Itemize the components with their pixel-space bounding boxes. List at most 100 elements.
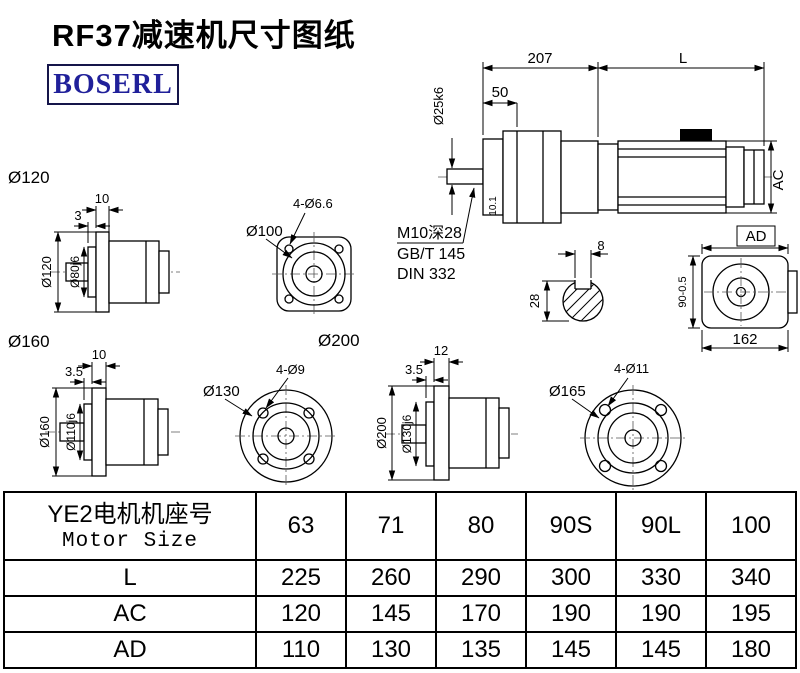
dim-L: L <box>679 50 687 67</box>
motor-front-bell <box>597 143 619 211</box>
table-cell: 145 <box>525 631 617 669</box>
dim-3: 3 <box>74 208 81 223</box>
table-cell: 110 <box>255 631 347 669</box>
dimension-lines <box>388 358 463 481</box>
dim-key-width: 8 <box>597 238 604 253</box>
terminal-box <box>680 129 712 141</box>
flange120-side-view: Ø120 10 3 Ø120 Ø80j6 <box>8 168 180 313</box>
dimension-table: YE2电机机座号 Motor Size 63 71 80 90S 90L 100… <box>3 491 797 669</box>
bolt-hole <box>654 459 668 473</box>
hatching <box>563 281 603 321</box>
gearbox-housing <box>502 130 562 224</box>
size-col-90S: 90S <box>525 491 617 561</box>
dim-10: 10 <box>92 347 106 362</box>
spigot <box>425 401 435 467</box>
view-title-160: Ø160 <box>8 332 50 351</box>
terminal-box-side <box>787 270 798 314</box>
dim-50: 50 <box>492 84 509 101</box>
bolt-hole <box>334 244 344 254</box>
bolt-hole <box>257 407 269 419</box>
table-cell: 290 <box>435 559 527 597</box>
motor-end-view: AD 90-0.5 162 <box>677 225 798 352</box>
table-cell: 145 <box>615 631 707 669</box>
dim-3-5: 3.5 <box>65 364 83 379</box>
std-note-din: DIN 332 <box>397 266 456 283</box>
table-cell: 260 <box>345 559 437 597</box>
dim-holes-11: 4-Ø11 <box>614 361 649 376</box>
table-row-AD: AD 110 130 135 145 145 180 <box>3 631 797 669</box>
boserl-logo: BOSERL <box>47 64 179 105</box>
dim-100: Ø100 <box>246 223 283 240</box>
dim-165: Ø165 <box>549 383 586 400</box>
dim-120-outer: Ø120 <box>39 256 54 288</box>
row-label-AD: AD <box>3 631 257 669</box>
motor-body <box>617 140 727 214</box>
motor-size-header-cn: YE2电机机座号 <box>47 500 213 528</box>
spigot <box>83 403 93 461</box>
flange130-front-view: Ø130 4-Ø9 <box>203 362 337 487</box>
dim-10-1: 10.1 <box>488 196 499 216</box>
dim-110j6: Ø110j6 <box>64 413 78 451</box>
main-side-view: 207 L 50 Ø25k6 10.1 AC M10深28 GB/T 145 D… <box>397 50 787 283</box>
dim-AD: AD <box>746 228 767 245</box>
dimension-lines <box>52 362 120 477</box>
page-title: RF37减速机尺寸图纸 <box>52 18 356 53</box>
dim-207: 207 <box>527 50 552 67</box>
table-cell: 190 <box>525 595 617 633</box>
table-cell: 195 <box>705 595 797 633</box>
thread-note: M10深28 <box>397 224 462 242</box>
boserl-logo-text: BOSERL <box>53 68 173 100</box>
bolt-hole <box>598 459 612 473</box>
dim-90: 90-0.5 <box>677 276 689 307</box>
flange-plate <box>433 385 450 481</box>
table-cell: 120 <box>255 595 347 633</box>
table-cell: 225 <box>255 559 347 597</box>
technical-drawing: 207 L 50 Ø25k6 10.1 AC M10深28 GB/T 145 D… <box>8 50 798 491</box>
bolt-hole <box>598 403 612 417</box>
table-cell: 170 <box>435 595 527 633</box>
table-cell: 145 <box>345 595 437 633</box>
view-title-200: Ø200 <box>318 331 360 350</box>
gear-body <box>108 240 160 304</box>
size-col-80: 80 <box>435 491 527 561</box>
size-col-90L: 90L <box>615 491 707 561</box>
size-col-71: 71 <box>345 491 437 561</box>
table-cell: 190 <box>615 595 707 633</box>
gear-body <box>105 398 159 466</box>
table-cell: 135 <box>435 631 527 669</box>
table-row-AC: AC 120 145 170 190 190 195 <box>3 595 797 633</box>
motor-size-header-en: Motor Size <box>61 529 199 553</box>
motor-rear-bell <box>725 146 745 208</box>
input-shaft <box>446 168 484 185</box>
flange200-side-view: Ø200 12 3.5 Ø200 Ø130j6 <box>318 331 518 481</box>
dim-key-height: 28 <box>527 294 542 308</box>
flange100-front-view: Ø100 4-Ø6.6 <box>246 196 356 316</box>
size-col-100: 100 <box>705 491 797 561</box>
dim-160-outer: Ø160 <box>37 416 52 448</box>
bolt-hole <box>284 294 294 304</box>
flange165-front-view: Ø165 4-Ø11 <box>549 361 686 491</box>
row-label-L: L <box>3 559 257 597</box>
keyway-slot <box>574 276 592 289</box>
bolt-hole <box>654 403 668 417</box>
bolt-hole <box>257 453 269 465</box>
dim-162: 162 <box>732 331 757 348</box>
bolt-hole <box>303 407 315 419</box>
keyway-section-view: 8 28 <box>527 238 608 322</box>
std-note-gbt: GB/T 145 <box>397 246 465 263</box>
end-cap <box>157 408 169 456</box>
end-cap <box>158 250 170 294</box>
dim-130j6: Ø130j6 <box>400 414 414 453</box>
flange-plate <box>91 387 107 477</box>
row-label-AC: AC <box>3 595 257 633</box>
dim-holes-6-6: 4-Ø6.6 <box>293 196 333 211</box>
motor-size-header-cell: YE2电机机座号 Motor Size <box>3 491 257 561</box>
dimension-lines <box>397 62 777 244</box>
gear-body <box>448 397 500 469</box>
table-row-L: L 225 260 290 300 330 340 <box>3 559 797 597</box>
table-cell: 300 <box>525 559 617 597</box>
adapter <box>560 140 599 214</box>
table-cell: 340 <box>705 559 797 597</box>
flange160-side-view: Ø160 10 3.5 Ø160 Ø110j6 <box>8 332 180 477</box>
dimension-lines <box>688 225 789 352</box>
